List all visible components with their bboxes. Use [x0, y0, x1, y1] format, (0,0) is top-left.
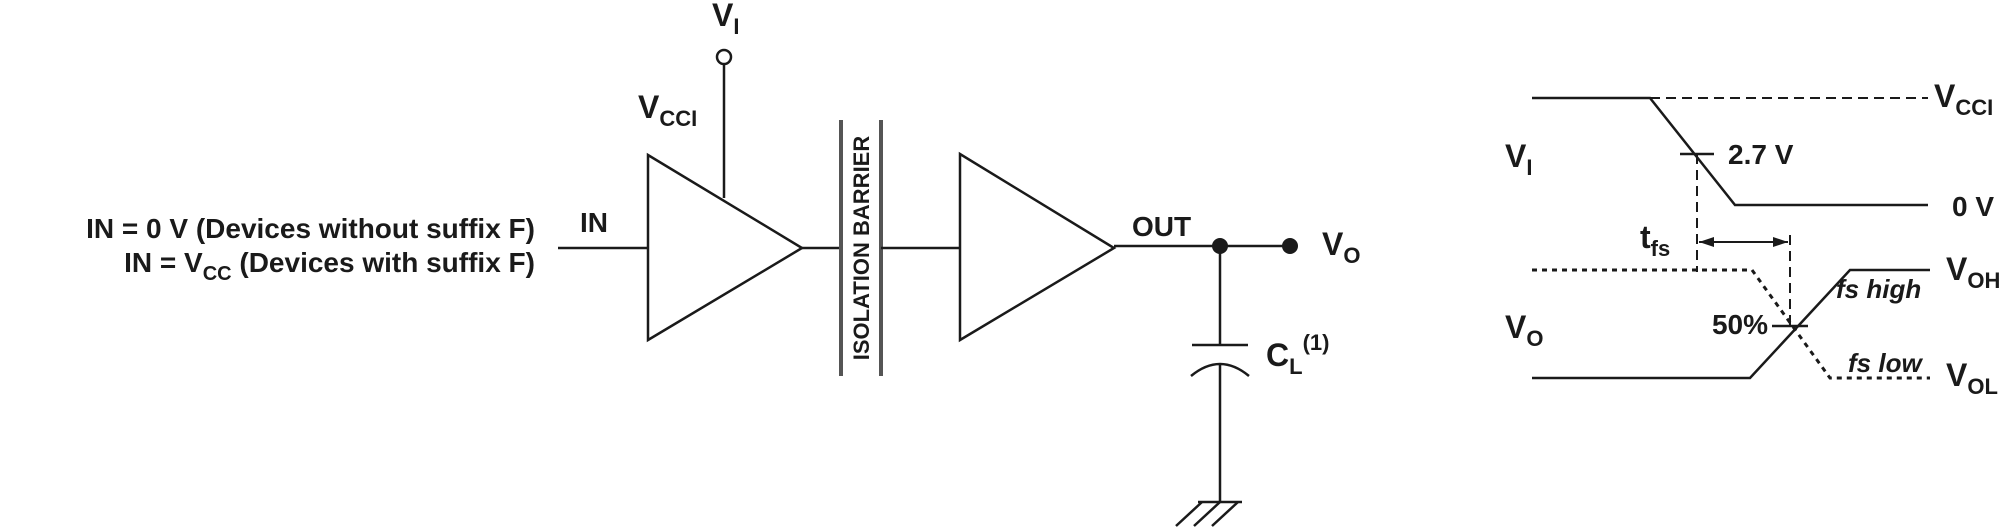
tfs-arrowhead-left [1699, 237, 1714, 247]
vi-label: VI [712, 0, 739, 39]
ground-icon [1175, 500, 1242, 527]
receiver-buffer [958, 151, 1117, 343]
test-circuit: IN = 0 V (Devices without suffix F) IN =… [86, 0, 1360, 527]
input-condition-line1: IN = 0 V (Devices without suffix F) [86, 213, 535, 244]
voh-label: VOH [1946, 251, 2000, 293]
fs-low-label: fs low [1848, 348, 1923, 378]
timing-diagram: VI VCCI 2.7 V 0 V tfs VO 50% fs high fs … [1505, 78, 2000, 399]
cl-label: CL(1) [1266, 330, 1329, 379]
timing-vo-label: VO [1505, 309, 1543, 351]
out-pin-label: OUT [1132, 211, 1191, 242]
timing-vcci-label: VCCI [1934, 78, 1993, 120]
tfs-arrowhead-right [1773, 237, 1788, 247]
tfs-label: tfs [1640, 219, 1670, 261]
isolation-barrier-label: ISOLATION BARRIER [849, 136, 874, 361]
midpoint-label: 50% [1712, 309, 1768, 340]
input-condition-line2: IN = VCC (Devices with suffix F) [124, 247, 535, 285]
vo-label: VO [1322, 226, 1360, 268]
zero-volt-label: 0 V [1952, 191, 1994, 222]
threshold-label: 2.7 V [1728, 139, 1794, 170]
vi-waveform [1532, 96, 1928, 207]
vo-waveform-fs-high [1532, 268, 1930, 380]
vo-waveform-fs-low [1532, 268, 1930, 380]
vo-terminal [1282, 238, 1298, 254]
vi-terminal [715, 48, 733, 66]
timing-vi-label: VI [1505, 138, 1532, 180]
in-pin-label: IN [580, 207, 608, 238]
vol-label: VOL [1946, 357, 1998, 399]
driver-buffer [646, 152, 805, 343]
vcci-label: VCCI [638, 89, 697, 131]
fs-high-label: fs high [1836, 274, 1921, 304]
